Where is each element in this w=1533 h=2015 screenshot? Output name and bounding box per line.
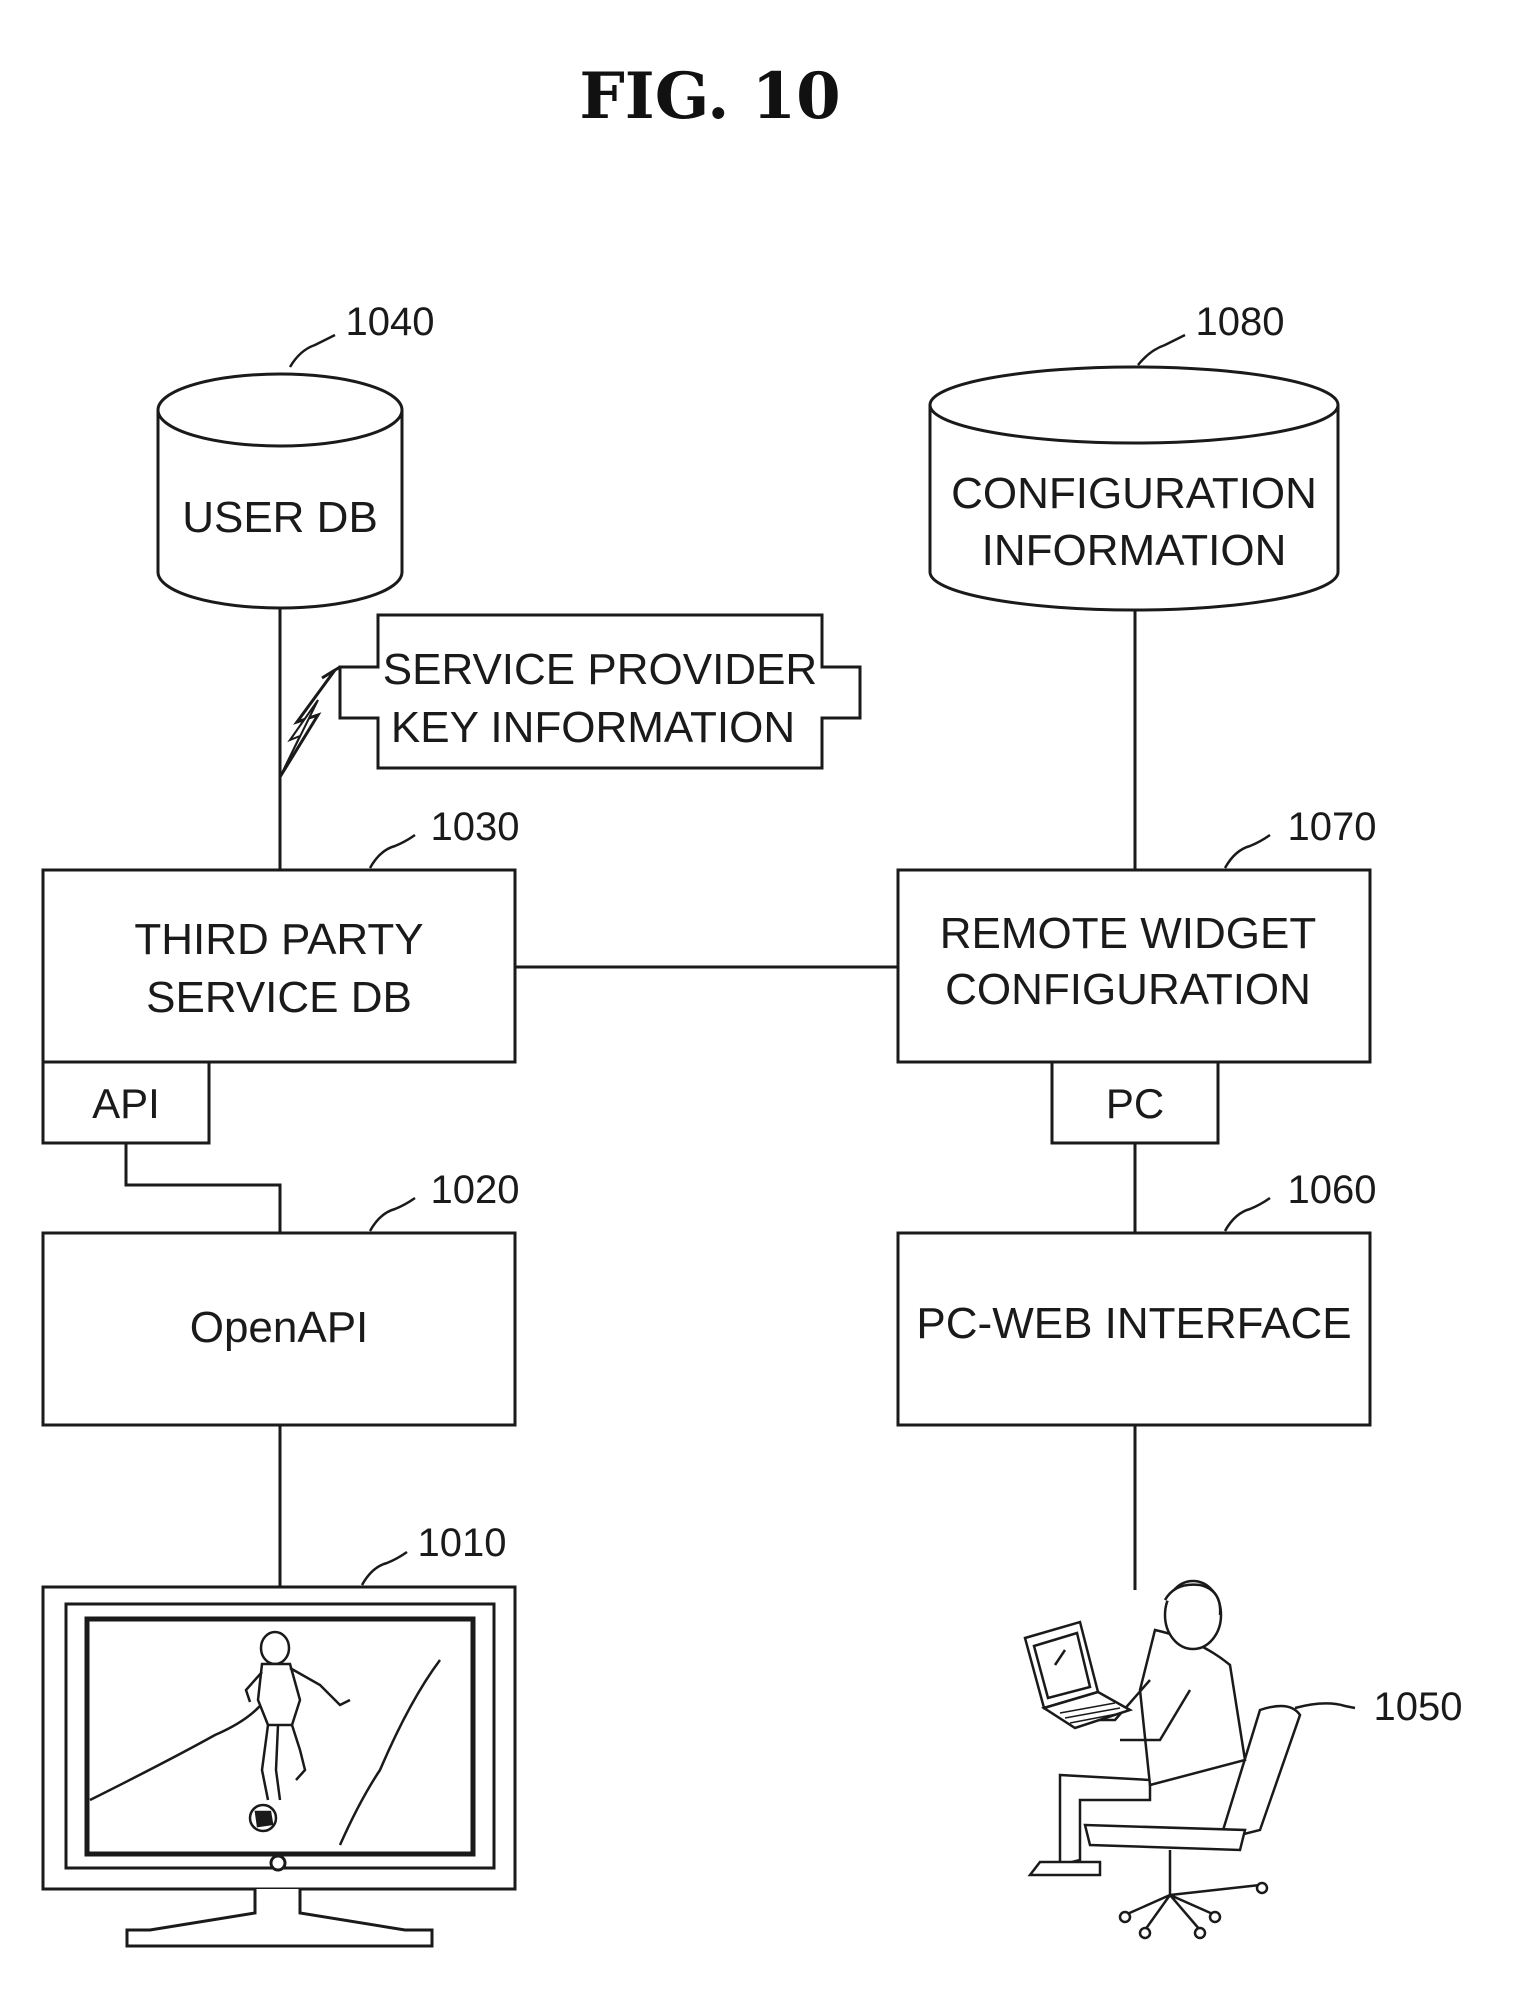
lightning-bolt-fill [280,700,318,777]
third-party-line-2: SERVICE DB [146,973,412,1022]
user-db-cylinder: USER DB [158,374,402,608]
openapi-label: OpenAPI [190,1303,369,1352]
key-info-line-1: SERVICE PROVIDER [383,645,817,694]
link-api-openapi [126,1143,280,1233]
api-tab-label: API [92,1080,160,1127]
pc-web-label: PC-WEB INTERFACE [916,1299,1351,1348]
key-info-callout: SERVICE PROVIDER KEY INFORMATION [340,615,860,768]
pc-tab: PC [1052,1062,1218,1143]
figure-title: FIG. 10 [579,59,840,134]
pc-web-box: PC-WEB INTERFACE [898,1233,1370,1425]
leader-1080 [1138,335,1185,365]
ref-1010: 1010 [418,1521,507,1565]
ref-1040: 1040 [346,300,435,344]
key-info-line-2: KEY INFORMATION [391,703,795,752]
ref-1070: 1070 [1288,805,1377,849]
seated-user-icon [1025,1581,1300,1938]
openapi-box: OpenAPI [43,1233,515,1425]
leader-1010 [362,1552,407,1585]
third-party-db-box: THIRD PARTY SERVICE DB [43,870,515,1062]
config-info-line-1: CONFIGURATION [951,469,1317,518]
leader-1050 [1295,1703,1355,1708]
ref-1050: 1050 [1374,1685,1463,1729]
leader-1030 [370,835,415,868]
pc-tab-label: PC [1106,1080,1164,1127]
leader-1040 [290,335,335,367]
config-info-line-2: INFORMATION [982,526,1287,575]
api-tab: API [43,1062,209,1143]
leader-1060 [1225,1198,1270,1231]
leader-1020 [370,1198,415,1231]
ref-1020: 1020 [431,1168,520,1212]
tv-monitor-icon [43,1587,515,1946]
remote-widget-box: REMOTE WIDGET CONFIGURATION [898,870,1370,1062]
leader-1070 [1225,835,1270,868]
config-info-cylinder: CONFIGURATION INFORMATION [930,367,1338,610]
ref-1030: 1030 [431,805,520,849]
ref-1080: 1080 [1196,300,1285,344]
user-db-label: USER DB [182,493,378,542]
remote-widget-line-2: CONFIGURATION [945,965,1311,1014]
third-party-line-1: THIRD PARTY [134,915,423,964]
remote-widget-line-1: REMOTE WIDGET [940,909,1316,958]
ref-1060: 1060 [1288,1168,1377,1212]
